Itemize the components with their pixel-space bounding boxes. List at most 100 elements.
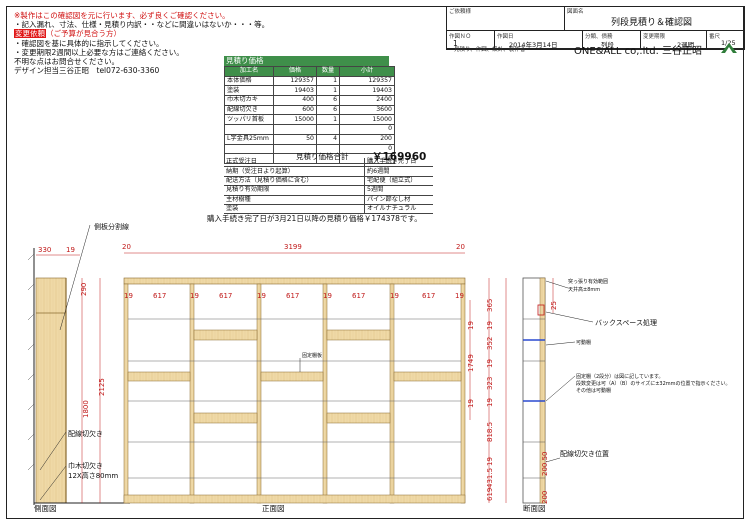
deadline: 2週間 <box>677 41 695 49</box>
fixed-note-b: 段数変更は可（A）（B）のサイズに±32mmの位置で指示ください。 <box>576 380 731 387</box>
client-caption: ご依頼様 <box>449 9 472 15</box>
dim-sec-a: 365 <box>486 299 494 312</box>
company-logo-icon <box>721 43 737 53</box>
dim-post: 19 <box>455 292 464 300</box>
owner-caption: 見積り、作図、設計、製作者 <box>454 47 526 53</box>
date-caption: 作図日 <box>497 34 514 40</box>
company-name: ONE&ALL co,.ltd. 三谷正昭 <box>574 46 703 57</box>
sheet-caption: 番尺 <box>709 34 721 40</box>
category-caption: 分類、債務 <box>585 34 613 40</box>
table-row: 納期（受注日より起算）約6週間 <box>224 166 433 177</box>
dim-sec-h: 200.50 <box>541 452 549 477</box>
top-cutout-sub: 天井高±8mm <box>568 286 600 293</box>
dim-sec-c: 323 <box>486 377 494 390</box>
dim-top-right: 20 <box>456 243 465 251</box>
wiring-label: 配線切欠き <box>68 429 103 438</box>
dim-post: 19 <box>467 321 475 330</box>
note-line: ・記入漏れ、寸法、仕様・見積り内訳・・などに間違いはないか・・・等。 <box>14 20 270 30</box>
adjustable-label: 可動棚 <box>576 339 591 346</box>
dim-sec-g: 1749 <box>467 354 475 372</box>
drawing-no: 1 <box>453 39 458 48</box>
dim-sec-j: 25 <box>550 301 558 310</box>
dim-post: 19 <box>486 321 494 330</box>
dim-post: 19 <box>124 292 133 300</box>
note-line: デザイン担当三谷正昭 tel072-630-3360 <box>14 66 160 76</box>
drawing-date: 2014年3月14日 <box>509 41 558 49</box>
category: 列段 <box>601 41 614 49</box>
dim-post: 19 <box>486 398 494 407</box>
dim-total-height: 2125 <box>98 378 106 396</box>
note-line: ・確認図を基に具体的に指示してください。 <box>14 38 164 48</box>
dim-post: 19 <box>467 399 475 408</box>
title-block: ご依頼様 図面名 列段見積り＆確認図 作図ＮＯ 1 作図日 2014年3月14日… <box>446 6 745 50</box>
post <box>256 283 262 504</box>
dim-post: 19 <box>486 359 494 368</box>
note-line: ※製作はこの確認図を元に行います、必ず良くご確認ください。 <box>14 11 230 20</box>
post <box>389 283 395 504</box>
post <box>322 283 328 504</box>
post <box>123 283 129 504</box>
post <box>460 283 466 504</box>
dim-post: 19 <box>390 292 399 300</box>
table-row: 配送方法（見積り価格に含む）宅配便（組立式） <box>224 176 433 187</box>
dim-post: 19 <box>257 292 266 300</box>
dim-sec-e: 431.5 <box>486 468 494 488</box>
baseboard-size: 12X高さ80mm <box>68 471 118 480</box>
no-caption: 作図ＮＯ <box>449 34 472 40</box>
dim-column: 617 <box>219 292 232 300</box>
order-info-table: 正式受注日購入手続き完了日 納期（受注日より起算）約6週間 配送方法（見積り価格… <box>224 158 433 215</box>
dim-total-width: 3199 <box>284 243 302 251</box>
fixed-note-a: 固定棚（2段分）は図に記しています。 <box>576 373 664 380</box>
section-view: 365 19 352 19 323 19 818.5 19 431.5 619 … <box>467 277 731 513</box>
dim-post: 19 <box>190 292 199 300</box>
side-panel <box>35 277 67 504</box>
dim-post: 19 <box>323 292 332 300</box>
side-view-label: 側面図 <box>34 503 57 513</box>
dim-sec-f: 619 <box>486 488 494 501</box>
dim-column: 617 <box>352 292 365 300</box>
dim-side-thickness: 19 <box>66 246 75 254</box>
dim-side-mid: 1800 <box>82 400 90 418</box>
fixed-note-c: その他は可動棚 <box>576 387 611 394</box>
top-board <box>123 277 466 285</box>
dim-column: 617 <box>153 292 166 300</box>
post <box>189 283 195 504</box>
dim-side-depth: 330 <box>38 246 51 254</box>
section-view-label: 断面図 <box>523 503 546 513</box>
note-line: 不明な点はお問合せください。 <box>14 57 119 67</box>
front-shelf-label: 固定棚板 <box>302 352 322 359</box>
side-panel-label: 側板分割線 <box>94 222 129 231</box>
dim-side-top: 290 <box>80 283 88 296</box>
baseboard-label: 巾木切欠き <box>68 461 103 470</box>
table-row: 正式受注日購入手続き完了日 <box>224 158 433 168</box>
estimate-title: 見積り価格 <box>224 56 389 66</box>
drawing-name-caption: 図面名 <box>567 9 584 15</box>
drawing-frame <box>6 6 744 519</box>
back-space-label: バックスペース処理 <box>595 318 657 327</box>
table-row: 塗装オイルナチュラル <box>224 204 433 215</box>
dim-column: 617 <box>422 292 435 300</box>
dim-column: 617 <box>286 292 299 300</box>
table-row: 主材樹種パイン節なし材 <box>224 195 433 205</box>
dim-sec-b: 352 <box>486 337 494 350</box>
note-line: （ご予算が見合う方） <box>46 29 121 39</box>
sheet: 1/25 <box>721 39 736 47</box>
front-view: 20 3199 20 <box>122 243 466 513</box>
wiring-position-label: 配線切欠き位置 <box>560 449 609 458</box>
dim-post: 19 <box>486 457 494 466</box>
price-notice: 購入手続き完了日が3月21日以降の見積り価格￥174378です。 <box>207 214 422 223</box>
front-view-label: 正面図 <box>262 504 285 513</box>
top-cutout-label: 突っ張り有効範囲 <box>568 278 608 285</box>
side-view: 330 19 290 2125 1800 側板分割線 配線切欠き 巾木切欠き 1… <box>27 222 130 513</box>
total-label: 見積り価格合計 <box>296 152 349 161</box>
deadline-caption: 変更期限 <box>643 34 666 40</box>
note-line: ・変更期限2週間以上必要な方はご連絡ください。 <box>14 47 184 57</box>
change-request-tag: 変更依頼 <box>14 29 46 39</box>
dim-sec-i: 200 <box>541 491 549 504</box>
dim-sec-d: 818.5 <box>486 422 494 442</box>
notes: ※製作はこの確認図を元に行います、必ず良くご確認ください。 ・記入漏れ、寸法、仕… <box>14 11 334 75</box>
dim-top-left: 20 <box>122 243 131 251</box>
